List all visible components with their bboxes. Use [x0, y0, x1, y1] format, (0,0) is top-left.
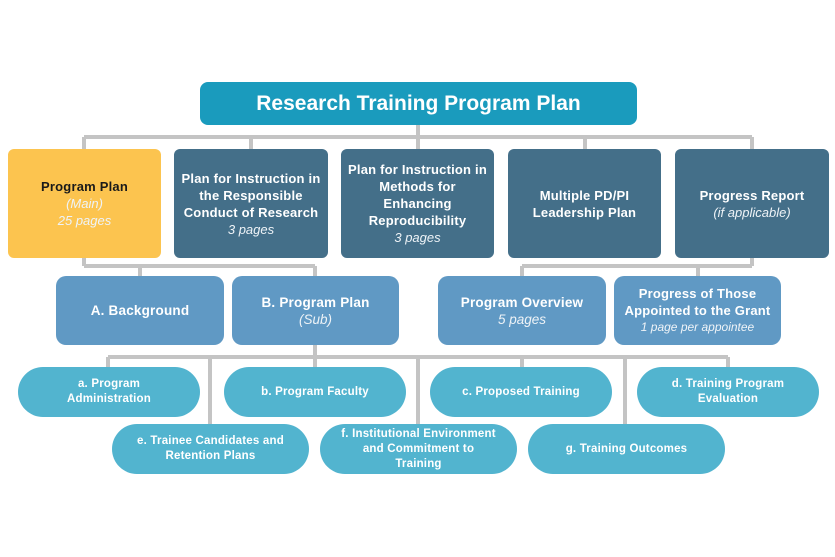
- node-note: (Main): [66, 196, 103, 211]
- program-faculty-pill: b. Program Faculty: [224, 367, 406, 417]
- node-pages: 25 pages: [57, 213, 112, 228]
- node-label: A. Background: [90, 303, 190, 318]
- node-label: g. Training Outcomes: [565, 442, 688, 455]
- node-pages: 1 page per appointee: [640, 320, 755, 334]
- training-outcomes-pill: g. Training Outcomes: [528, 424, 725, 474]
- node-pages: 3 pages: [394, 230, 441, 245]
- node-note: (if applicable): [713, 204, 791, 220]
- node-note: (Sub): [298, 311, 332, 327]
- institutional-environment-pill: f. Institutional Environment and Commitm…: [320, 424, 517, 474]
- trainee-candidates-pill: e. Trainee Candidates and Retention Plan…: [112, 424, 309, 474]
- node-label: c. Proposed Training: [462, 385, 580, 398]
- node-label: Progress of Those Appointed to the Grant: [624, 286, 771, 318]
- progress-of-appointees-box: Progress of Those Appointed to the Grant…: [614, 276, 781, 345]
- node-label: d. Training Program Evaluation: [671, 378, 785, 405]
- program-overview-box: Program Overview 5 pages: [438, 276, 606, 345]
- node-pages: 5 pages: [497, 311, 547, 327]
- node-label: Progress Report: [699, 187, 805, 203]
- program-administration-pill: a. Program Administration: [18, 367, 200, 417]
- node-label: e. Trainee Candidates and Retention Plan…: [137, 435, 284, 462]
- node-label: B. Program Plan: [261, 294, 370, 310]
- program-plan-sub-box: B. Program Plan (Sub): [232, 276, 399, 345]
- diagram-title: Research Training Program Plan: [256, 91, 581, 115]
- background-box: A. Background: [56, 276, 224, 345]
- reproducibility-instruction-box: Plan for Instruction in Methods for Enha…: [341, 149, 494, 258]
- training-program-evaluation-pill: d. Training Program Evaluation: [637, 367, 819, 417]
- node-label: f. Institutional Environment and Commitm…: [341, 427, 496, 470]
- title-box: Research Training Program Plan: [200, 82, 637, 125]
- node-label: Program Overview: [460, 294, 584, 310]
- progress-report-box: Progress Report (if applicable): [675, 149, 829, 258]
- node-pages: 3 pages: [227, 221, 275, 237]
- proposed-training-pill: c. Proposed Training: [430, 367, 612, 417]
- node-label: Plan for Instruction in the Responsible …: [181, 170, 321, 220]
- node-label: Plan for Instruction in Methods for Enha…: [348, 162, 487, 228]
- rcr-instruction-box: Plan for Instruction in the Responsible …: [174, 149, 328, 258]
- program-plan-main-box: Program Plan (Main) 25 pages: [8, 149, 161, 258]
- node-label: Multiple PD/PI Leadership Plan: [532, 187, 637, 220]
- leadership-plan-box: Multiple PD/PI Leadership Plan: [508, 149, 661, 258]
- node-label: a. Program Administration: [67, 378, 151, 405]
- node-label: Program Plan: [41, 179, 128, 194]
- node-label: b. Program Faculty: [261, 385, 369, 398]
